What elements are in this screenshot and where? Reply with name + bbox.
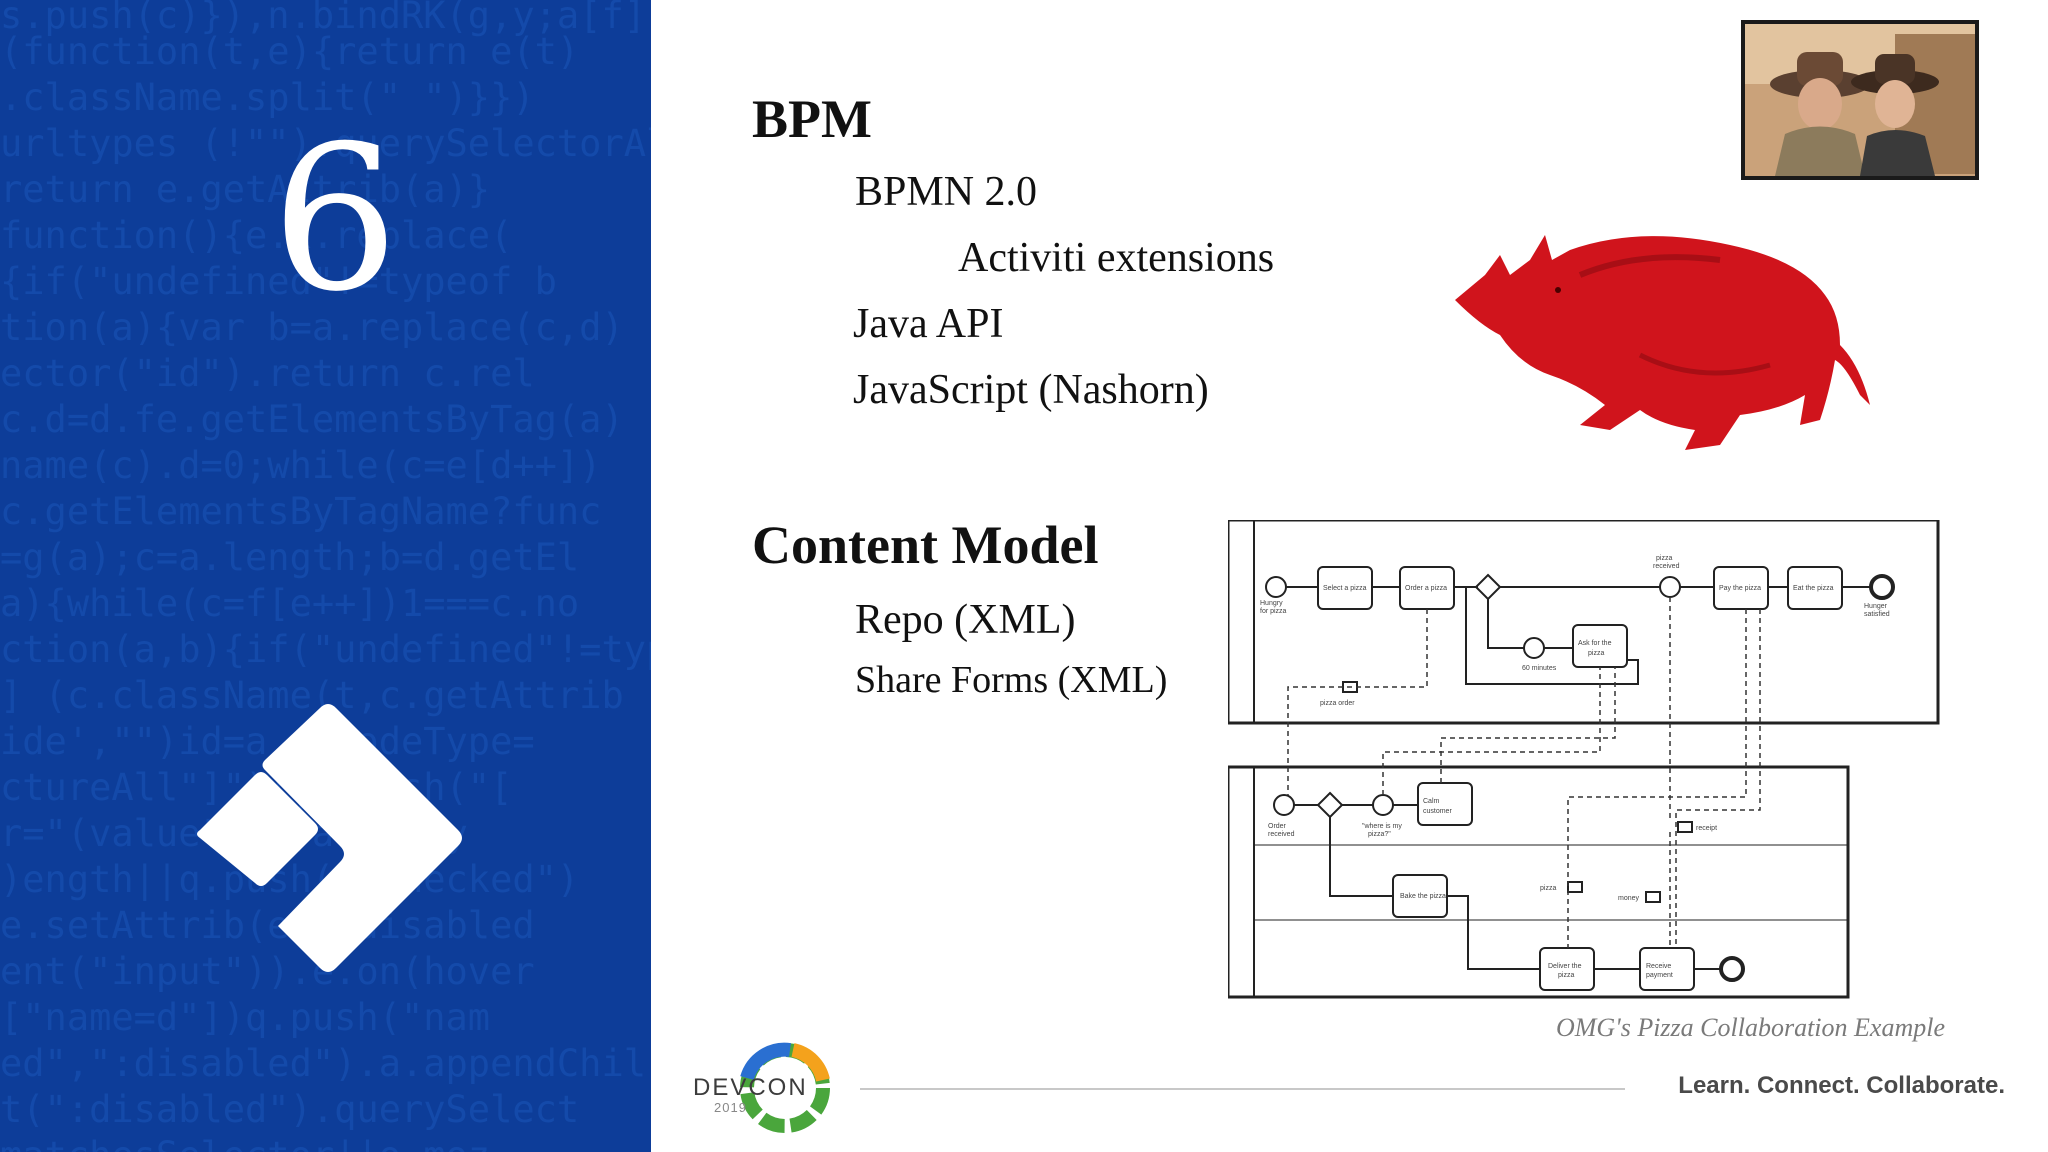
svg-text:Receive: Receive: [1646, 963, 1671, 970]
svg-text:60 minutes: 60 minutes: [1522, 665, 1557, 672]
rhino-image: [1455, 235, 1870, 450]
svg-text:Eat the pizza: Eat the pizza: [1793, 585, 1834, 592]
svg-text:Deliver the: Deliver the: [1548, 963, 1582, 970]
devcon-logo-word: DEVCON: [693, 1074, 808, 1101]
video-thumbnail[interactable]: [1741, 20, 1979, 180]
alfresco-logo-icon: [197, 704, 462, 972]
bpm-item-activiti: Activiti extensions: [958, 235, 1275, 281]
svg-text:pizza: pizza: [1656, 555, 1672, 562]
svg-text:received: received: [1653, 563, 1680, 570]
devcon-gear-logo: [740, 1042, 830, 1133]
bpm-item-javascript: JavaScript (Nashorn): [853, 367, 1209, 413]
svg-text:receipt: receipt: [1696, 825, 1717, 832]
svg-text:money: money: [1618, 895, 1640, 902]
svg-text:pizza: pizza: [1588, 650, 1604, 657]
svg-text:satisfied: satisfied: [1864, 611, 1890, 618]
bpm-item-java-api: Java API: [853, 301, 1004, 347]
footer-tagline: Learn. Connect. Collaborate.: [1678, 1072, 2005, 1099]
diagram-caption: OMG's Pizza Collaboration Example: [1555, 1013, 1945, 1042]
bpmn-diagram: Select a pizza Order a pizza Pay the piz…: [1228, 520, 1940, 999]
content-item-share-forms: Share Forms (XML): [855, 659, 1168, 701]
devcon-logo-year: 2019: [714, 1100, 747, 1115]
svg-text:pizza: pizza: [1558, 972, 1574, 979]
svg-text:pizza: pizza: [1540, 885, 1556, 892]
code-background: s.push(c)}),n.bindRK(g,y;a[f] (function(…: [0, 0, 651, 1152]
svg-text:pizza order: pizza order: [1320, 700, 1355, 707]
svg-text:received: received: [1268, 831, 1295, 838]
footer-divider: [860, 1088, 1625, 1090]
svg-text:Ask for the: Ask for the: [1578, 640, 1612, 647]
svg-text:Select a pizza: Select a pizza: [1323, 585, 1367, 592]
svg-text:Hunger: Hunger: [1864, 603, 1888, 610]
svg-text:Order: Order: [1268, 823, 1287, 830]
svg-text:pizza?": pizza?": [1368, 831, 1391, 838]
bpm-item-bpmn: BPMN 2.0: [855, 169, 1038, 215]
svg-text:payment: payment: [1646, 972, 1673, 979]
svg-text:"where is my: "where is my: [1362, 823, 1402, 830]
svg-text:Bake the pizza: Bake the pizza: [1400, 893, 1446, 900]
svg-text:Hungry: Hungry: [1260, 600, 1283, 607]
svg-text:customer: customer: [1423, 808, 1452, 815]
section-title-bpm: BPM: [752, 89, 872, 149]
section-title-content-model: Content Model: [752, 515, 1099, 575]
svg-text:Calm: Calm: [1423, 798, 1440, 805]
svg-text:Order a pizza: Order a pizza: [1405, 585, 1447, 592]
svg-text:for pizza: for pizza: [1260, 608, 1287, 615]
left-panel: s.push(c)}),n.bindRK(g,y;a[f] (function(…: [0, 0, 651, 1152]
slide-number: 6: [271, 103, 399, 336]
svg-text:Pay the pizza: Pay the pizza: [1719, 585, 1761, 592]
content-item-repo: Repo (XML): [855, 597, 1076, 643]
